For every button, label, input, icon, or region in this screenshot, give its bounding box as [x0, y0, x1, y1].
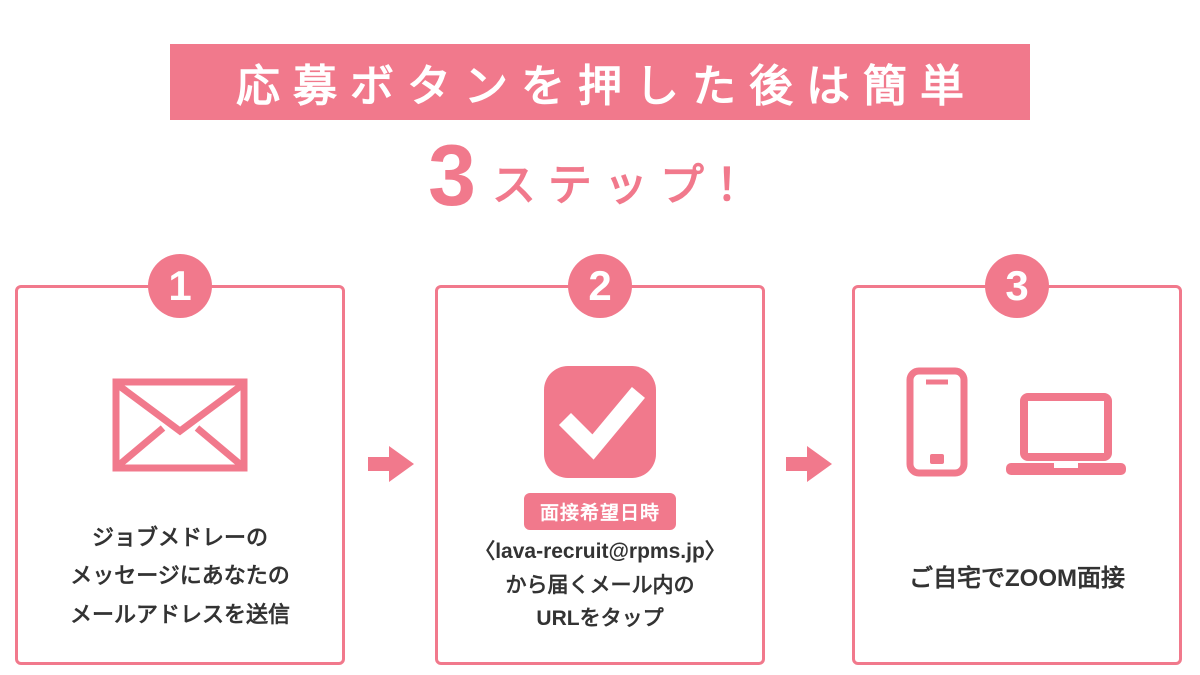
devices-icons — [855, 367, 1179, 482]
step-2-description: 〈lava-recruit@rpms.jp〉 から届くメール内の URLをタップ — [438, 535, 762, 636]
step-3-line: ご自宅でZOOM面接 — [909, 565, 1125, 592]
subtitle: 3 ステップ！ — [0, 126, 1200, 226]
step-card-3: 3 ご自宅でZOOM面接 — [852, 254, 1182, 665]
subtitle-text: ステップ！ — [491, 161, 772, 210]
right-arrow-icon — [368, 446, 414, 487]
step-2-email-line: 〈lava-recruit@rpms.jp〉 — [474, 540, 726, 564]
page-title: 応募ボタンを押した後は簡単 — [236, 62, 977, 111]
step-3-number-badge: 3 — [985, 254, 1049, 318]
title-banner: 応募ボタンを押した後は簡単 — [170, 44, 1030, 120]
checkmark-icon — [438, 366, 762, 478]
interview-datetime-badge: 面接希望日時 — [523, 493, 677, 530]
step-3-description: ご自宅でZOOM面接 — [855, 558, 1179, 600]
envelope-icon — [18, 376, 342, 472]
step-2-line: URLをタップ — [536, 607, 664, 631]
subtitle-number: 3 — [428, 128, 476, 224]
right-arrow-icon — [786, 446, 832, 487]
step-card-2: 2 面接希望日時 〈lava-recruit@rpms.jp〉 から届くメール内… — [435, 254, 765, 665]
step-card-1: 1 ジョブメドレーの メッセージにあなたの メールアドレスを送信 — [15, 254, 345, 665]
step-1-line: メッセージにあなたの — [70, 563, 290, 588]
smartphone-icon — [906, 367, 968, 482]
step-1-description: ジョブメドレーの メッセージにあなたの メールアドレスを送信 — [18, 519, 342, 635]
laptop-icon — [1004, 393, 1128, 482]
step-1-line: メールアドレスを送信 — [69, 601, 290, 627]
step-2-number-badge: 2 — [568, 254, 632, 318]
step-1-line: ジョブメドレーの — [91, 524, 268, 550]
step-1-number-badge: 1 — [148, 254, 212, 318]
step-2-line: から届くメール内の — [505, 573, 695, 597]
